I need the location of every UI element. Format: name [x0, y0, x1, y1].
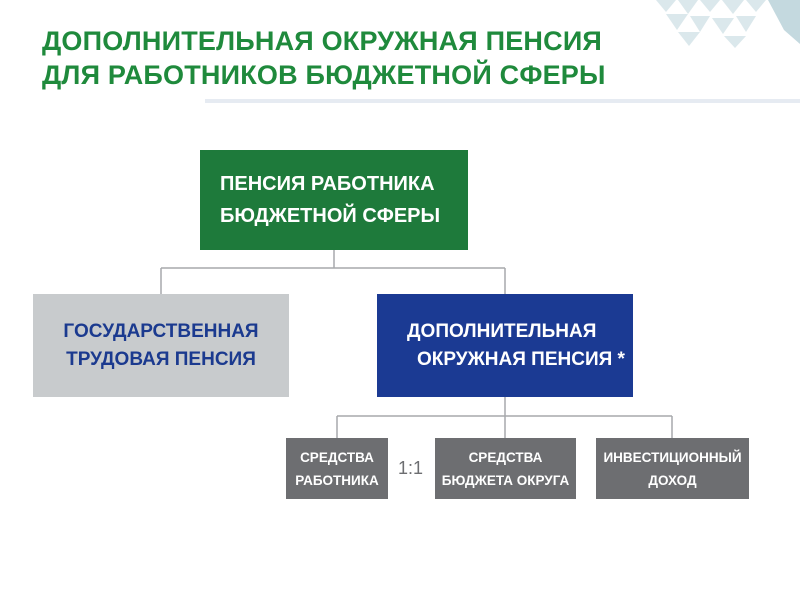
source-employee-line-1: СРЕДСТВА [300, 449, 374, 465]
root-node-line-2: БЮДЖЕТНОЙ СФЕРЫ [220, 205, 441, 227]
source-investment-line-2: ДОХОД [648, 472, 697, 488]
additional-pension-node: ДОПОЛНИТЕЛЬНАЯ ОКРУЖНАЯ ПЕНСИЯ * [377, 294, 633, 397]
additional-pension-line-1: ДОПОЛНИТЕЛЬНАЯ [407, 320, 597, 342]
source-node-employee: СРЕДСТВА РАБОТНИКА [286, 438, 388, 499]
state-pension-line-1: ГОСУДАРСТВЕННАЯ [63, 320, 259, 342]
source-node-investment-income: ИНВЕСТИЦИОННЫЙ ДОХОД [596, 438, 749, 499]
additional-pension-line-2: ОКРУЖНАЯ ПЕНСИЯ * [417, 348, 625, 370]
source-node-district-budget: СРЕДСТВА БЮДЖЕТА ОКРУГА [435, 438, 576, 499]
root-node-line-1: ПЕНСИЯ РАБОТНИКА [220, 173, 435, 195]
page-title: ДОПОЛНИТЕЛЬНАЯ ОКРУЖНАЯ ПЕНСИЯ ДЛЯ РАБОТ… [42, 24, 606, 92]
source-budget-line-2: БЮДЖЕТА ОКРУГА [441, 472, 570, 488]
title-line-2: ДЛЯ РАБОТНИКОВ БЮДЖЕТНОЙ СФЕРЫ [42, 60, 606, 90]
source-employee-line-2: РАБОТНИКА [295, 472, 379, 488]
source-budget-line-1: СРЕДСТВА [468, 449, 543, 465]
state-pension-node: ГОСУДАРСТВЕННАЯ ТРУДОВАЯ ПЕНСИЯ [33, 294, 289, 397]
header-divider [205, 99, 800, 103]
ratio-label: 1:1 [398, 458, 424, 478]
snowflake-logo-icon [656, 0, 800, 48]
root-node: ПЕНСИЯ РАБОТНИКА БЮДЖЕТНОЙ СФЕРЫ [200, 150, 468, 250]
title-line-1: ДОПОЛНИТЕЛЬНАЯ ОКРУЖНАЯ ПЕНСИЯ [42, 26, 603, 56]
source-investment-line-1: ИНВЕСТИЦИОННЫЙ [603, 449, 742, 465]
state-pension-line-2: ТРУДОВАЯ ПЕНСИЯ [66, 348, 256, 370]
